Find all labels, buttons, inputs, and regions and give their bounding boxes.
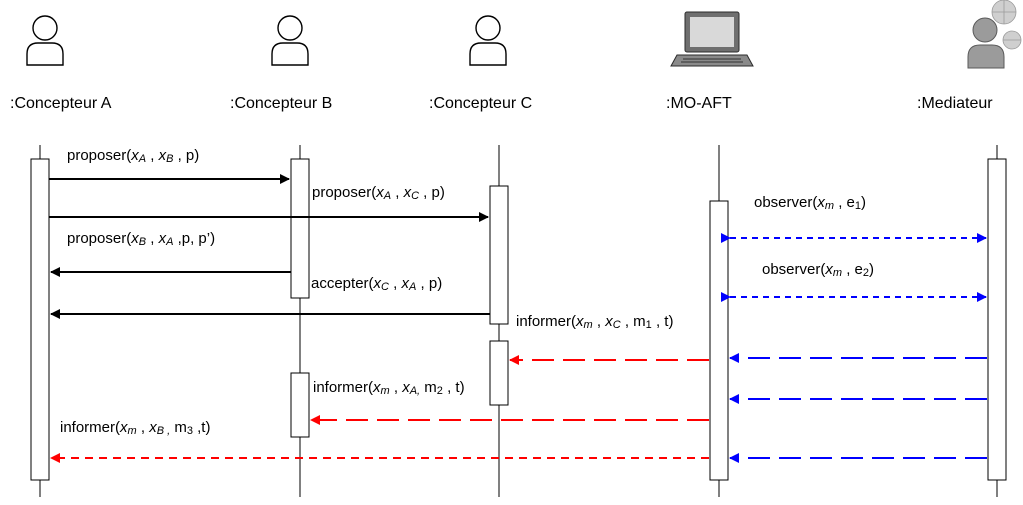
activation-med [987, 158, 1007, 481]
message-text-part: m [583, 319, 593, 331]
activation-c-2 [489, 340, 509, 406]
message-text-part: C [612, 319, 621, 331]
message-text-part: A [409, 281, 417, 293]
message-text-part: m [824, 200, 835, 212]
message-text-part: x [131, 147, 139, 164]
message-text-part: x [817, 194, 825, 211]
message-text-part: 2 [862, 267, 870, 279]
person-icon [271, 15, 309, 66]
message-text-part: A [138, 153, 147, 165]
message-text-part: x [576, 313, 584, 330]
message-text-part: A [383, 190, 392, 202]
message-text-part: x [605, 313, 613, 330]
message-label-m4: accepter(xC , xA , p) [311, 275, 442, 293]
message-label-m5: informer(xm , xC , m1 , t) [516, 313, 673, 331]
message-text-part: B [166, 153, 174, 165]
message-text-part: , [388, 275, 402, 292]
message-text-part: x [120, 419, 128, 436]
message-text-part: , [146, 147, 159, 164]
message-label-m3: proposer(xB , xA ,p, p’) [67, 230, 215, 248]
message-text-part: 1 [645, 319, 652, 331]
message-label-m2: proposer(xA , xC , p) [312, 184, 445, 202]
message-text-part: informer( [313, 379, 374, 396]
participant-label-a: :Concepteur A [10, 95, 112, 112]
activation-mo [709, 200, 729, 481]
message-text-part: , [389, 379, 403, 396]
message-text-part: x [373, 379, 381, 396]
message-text-part: m [832, 267, 843, 279]
message-text-part: proposer( [67, 147, 132, 164]
message-text-part: ,t) [192, 419, 211, 436]
message-text-part: x [149, 419, 157, 436]
message-text-part: x [376, 184, 384, 201]
message-text-part: x [402, 379, 410, 396]
participant-label-c: :Concepteur C [429, 95, 533, 112]
message-text-part: ,p, p’) [173, 230, 216, 247]
message-text-part: , p) [173, 147, 200, 164]
message-text-part: observer( [762, 261, 826, 278]
message-label-m6: informer(xm , xA, m2 , t) [313, 379, 465, 397]
message-text-part: C [381, 281, 389, 293]
message-text-part: x [373, 275, 382, 292]
message-text-part: m [380, 385, 390, 397]
message-text-part: x [158, 230, 167, 247]
message-text-part: ) [861, 194, 867, 211]
message-text-part: , m [620, 313, 646, 330]
message-text-part: x [401, 275, 410, 292]
participant-label-mo: :MO-AFT [666, 95, 732, 112]
message-text-part: x [825, 261, 833, 278]
message-text-part: , p) [416, 275, 443, 292]
message-text-part: x [403, 184, 412, 201]
message-text-part: m [420, 379, 437, 396]
message-text-part: accepter( [311, 275, 374, 292]
message-text-part: x [131, 230, 139, 247]
message-text-part: 2 [436, 385, 443, 397]
message-text-part: , [391, 184, 404, 201]
message-text-part: m [127, 425, 137, 437]
message-text-part: proposer( [312, 184, 377, 201]
message-text-part: , t) [442, 379, 465, 396]
message-text-part: m [170, 419, 187, 436]
message-text-part: 1 [854, 200, 862, 212]
participant-label-med: :Mediateur [917, 95, 993, 112]
message-text-part: B , [156, 425, 171, 437]
activation-b-1 [290, 158, 310, 299]
message-label-obs2: observer(xm , e2) [762, 261, 874, 279]
laptop-icon [670, 11, 754, 67]
person-icon [26, 15, 64, 66]
message-text-part: A, [409, 385, 421, 397]
person-icon [469, 15, 507, 66]
activation-b-2 [290, 372, 310, 438]
message-label-m7: informer(xm , xB , m3 ,t) [60, 419, 210, 437]
message-text-part: observer( [754, 194, 818, 211]
message-text-part: , e [842, 261, 863, 278]
message-text-part: , [146, 230, 159, 247]
message-text-part: x [158, 147, 167, 164]
message-text-part: , t) [651, 313, 674, 330]
message-text-part: informer( [516, 313, 577, 330]
message-text-part: B [138, 236, 147, 248]
message-text-part: C [411, 190, 420, 202]
participant-label-b: :Concepteur B [230, 95, 333, 112]
message-text-part: , p) [419, 184, 445, 201]
message-text-part: ) [869, 261, 875, 278]
message-text-part: , [592, 313, 606, 330]
message-text-part: informer( [60, 419, 121, 436]
activation-c-1 [489, 185, 509, 325]
grey-person-icon [967, 0, 1022, 69]
message-label-obs1: observer(xm , e1) [754, 194, 866, 212]
message-text-part: proposer( [67, 230, 132, 247]
message-text-part: , e [834, 194, 855, 211]
message-text-part: 3 [186, 425, 193, 437]
message-label-m1: proposer(xA , xB , p) [67, 147, 199, 165]
activation-a [30, 158, 50, 481]
message-text-part: , [136, 419, 150, 436]
message-text-part: A [166, 236, 174, 248]
